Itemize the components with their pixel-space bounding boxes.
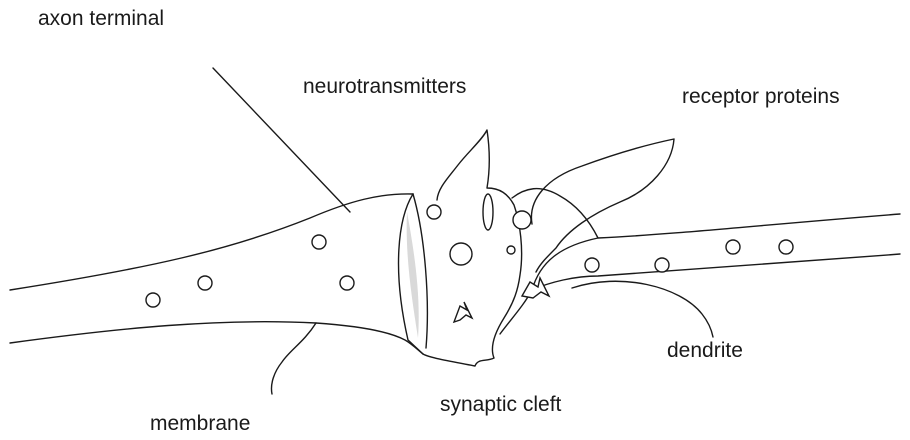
receptor-site [513,211,531,229]
dendrite-vesicle [779,240,793,254]
dendrite-vesicle [655,258,669,272]
dendrite-vesicle [585,258,599,272]
neurotransmitter-fragment [454,302,472,322]
neurotransmitter [483,194,493,230]
receptor-proteins-label: receptor proteins [682,86,840,107]
membrane-label: membrane [150,413,250,434]
dendrite-leader [572,281,713,337]
axon-upper-outline [10,194,413,290]
vesicle [312,235,326,249]
dendrite-postsynaptic-outline [500,189,598,334]
vesicle [146,293,160,307]
membrane-leader [271,323,316,394]
neurotransmitter [427,205,441,219]
dendrite-upper-outline [598,214,900,238]
dendrite-vesicle [726,240,740,254]
receptor-protein [531,139,674,272]
vesicle [198,276,212,290]
dendrite-label: dendrite [667,340,743,361]
presynaptic-membrane [407,212,419,338]
axon-terminal-label: axon terminal [38,8,164,29]
synaptic-cleft-label: synaptic cleft [440,394,561,415]
axon-lower-outline [10,322,423,354]
vesicle [340,276,354,290]
neurotransmitter [450,243,472,265]
neurotransmitters-label: neurotransmitters [303,76,466,97]
neurotransmitter [507,246,515,254]
